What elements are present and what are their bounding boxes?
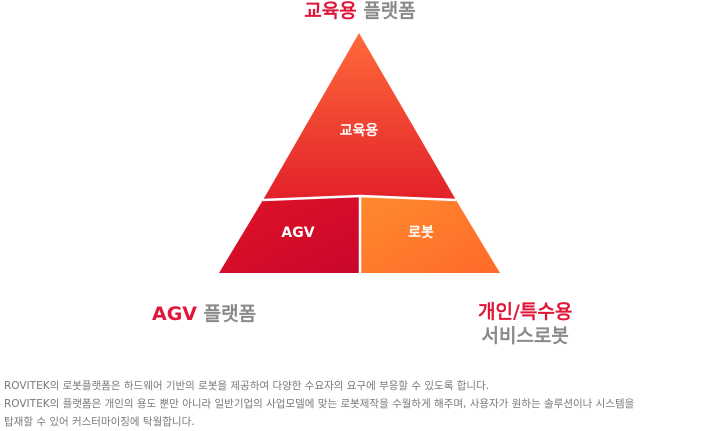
segment-left-label: AGV [281, 225, 314, 241]
right-label-line2: 서비스로봇 [481, 325, 569, 347]
top-platform-label: 교육용 플랫폼 [0, 2, 720, 21]
segment-top-label: 교육용 [340, 123, 379, 139]
description-line-1: ROVITEK의 로봇플랫폼은 하드웨어 기반의 로봇을 제공하여 다양한 수요… [4, 380, 490, 392]
left-label-accent: AGV [152, 303, 198, 325]
segment-right-shape [360, 196, 500, 273]
description-line-3: 탑재할 수 있어 커스터마이징에 탁월합니다. [4, 416, 195, 428]
platform-description: ROVITEK의 로봇플랫폼은 하드웨어 기반의 로봇을 제공하여 다양한 수요… [4, 377, 716, 431]
segment-left-shape [219, 196, 360, 273]
top-label-rest: 플랫폼 [363, 0, 416, 22]
segment-top-shape [263, 33, 456, 200]
left-label-rest: 플랫폼 [203, 303, 257, 325]
segment-right-label: 로봇 [408, 225, 434, 241]
left-platform-label: AGV 플랫폼 [152, 305, 256, 324]
platform-triangle-diagram: 교육용 AGV 로봇 [219, 33, 500, 273]
top-label-accent: 교육용 [304, 0, 357, 22]
right-label-line1: 개인/특수용 [478, 301, 573, 323]
description-line-2: ROVITEK의 플랫폼은 개인의 용도 뿐만 아니라 일반기업의 사업모델에 … [4, 398, 635, 410]
right-platform-label: 개인/특수용 서비스로봇 [478, 303, 572, 346]
